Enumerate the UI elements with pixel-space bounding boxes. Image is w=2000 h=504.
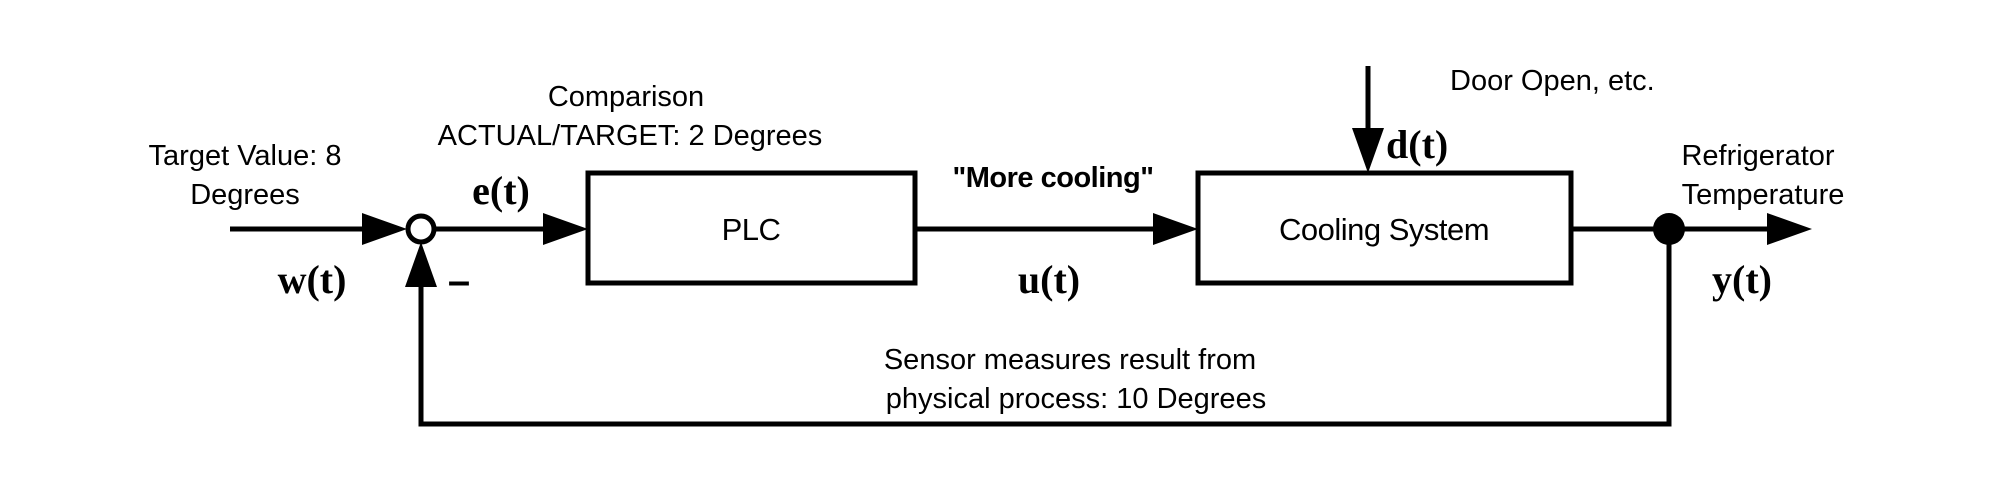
cooling-system-block — [1195, 170, 1574, 286]
sensor-note-line2: physical process: 10 Degrees — [886, 383, 1266, 415]
output-label-line1: Refrigerator — [1681, 140, 1834, 172]
control-signal-label: u(t) — [1018, 257, 1080, 302]
comparison-line1: Comparison — [548, 81, 704, 113]
output-signal-label: y(t) — [1712, 257, 1772, 302]
cooling-system-label: Cooling System — [1279, 212, 1489, 247]
target-value-line1: Target Value: 8 — [149, 140, 342, 172]
feedback-path — [418, 229, 1672, 427]
control-arrowhead — [1153, 213, 1198, 245]
feedback-minus-sign: – — [448, 259, 470, 303]
disturbance-signal-label: d(t) — [1386, 122, 1448, 167]
feedback-arrowhead — [405, 242, 437, 287]
plc-label: PLC — [722, 212, 781, 247]
target-value-line2: Degrees — [190, 179, 300, 211]
disturbance-note: Door Open, etc. — [1450, 65, 1655, 97]
output-label-line2: Temperature — [1682, 179, 1845, 211]
output-arrowhead — [1767, 213, 1812, 245]
reference-arrowhead — [362, 213, 407, 245]
error-arrowhead — [543, 213, 588, 245]
comparison-line2: ACTUAL/TARGET: 2 Degrees — [438, 120, 823, 152]
sensor-note-line1: Sensor measures result from — [884, 344, 1256, 376]
control-action-label: "More cooling" — [953, 162, 1154, 194]
summing-junction — [405, 213, 437, 245]
disturbance-arrowhead — [1352, 128, 1384, 173]
reference-signal-label: w(t) — [278, 257, 347, 302]
error-signal-label: e(t) — [472, 168, 530, 213]
